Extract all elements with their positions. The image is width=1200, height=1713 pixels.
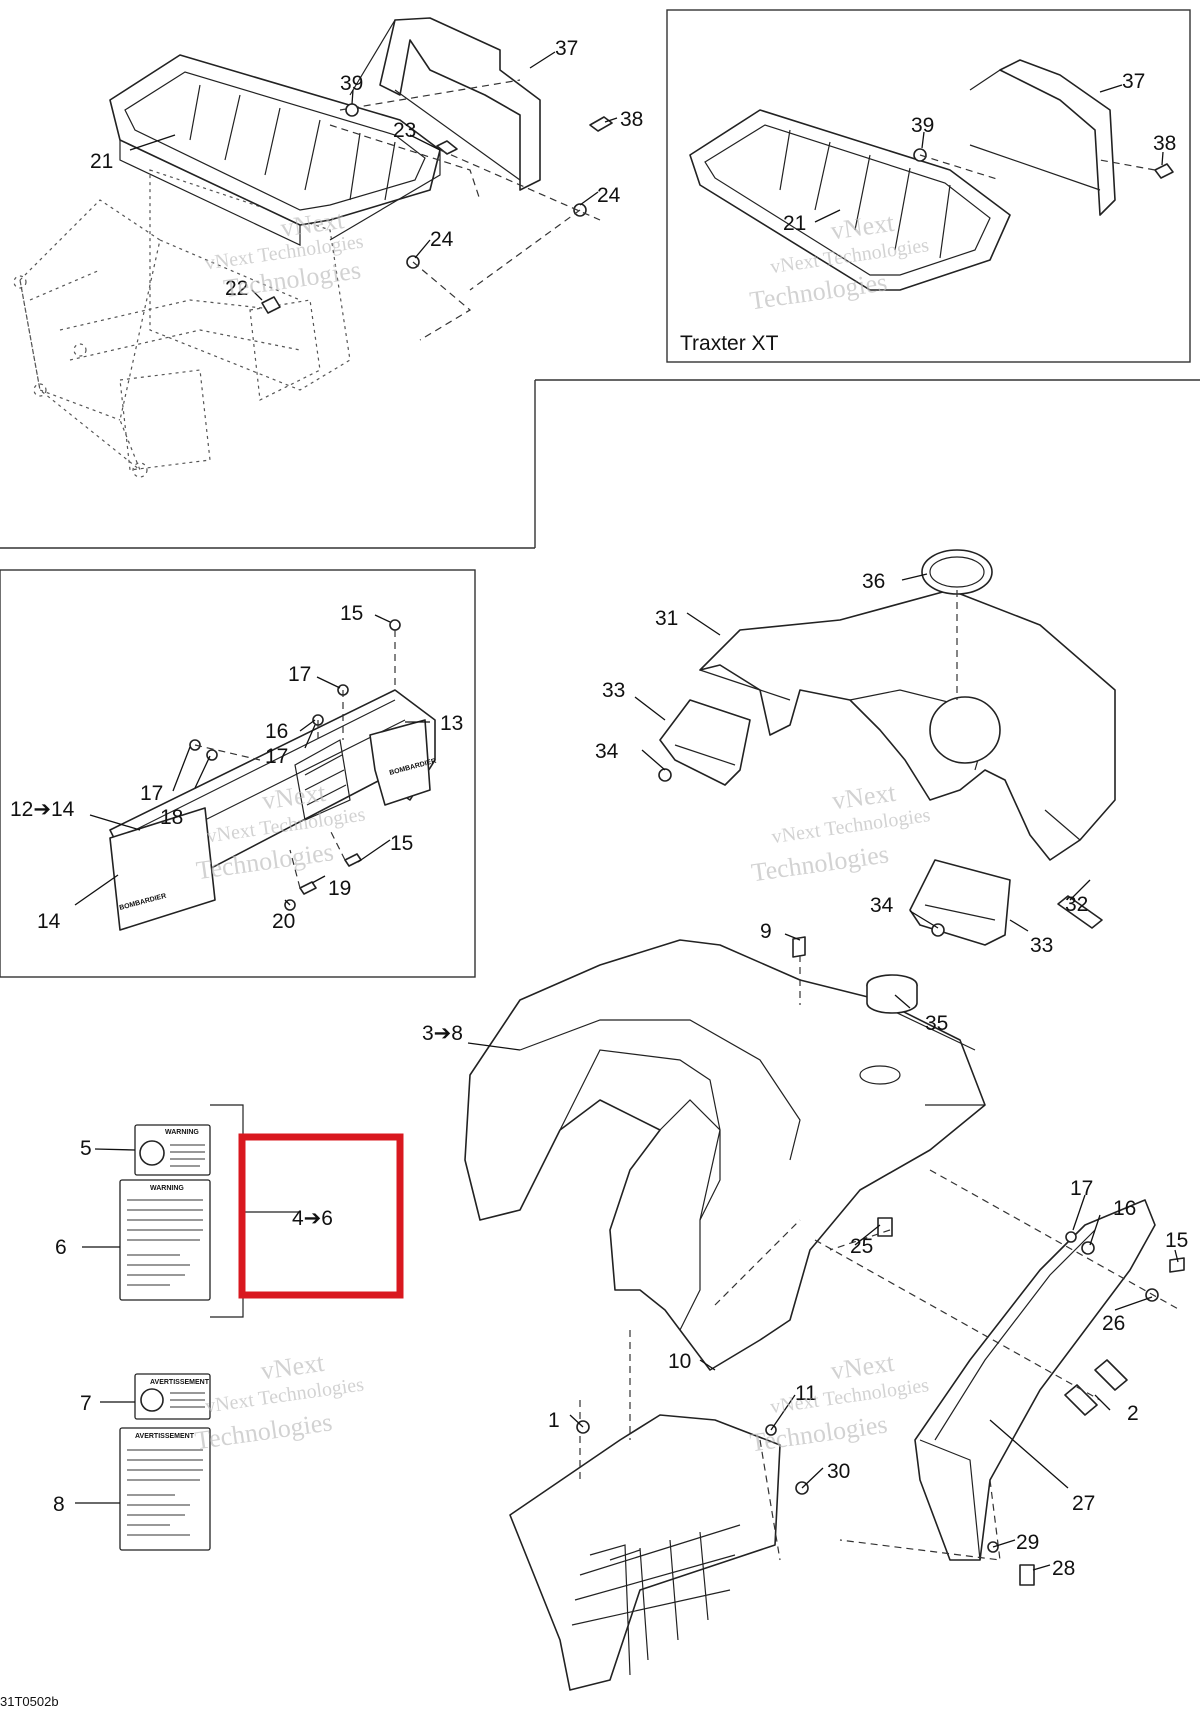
rear-light-bracket-right — [909, 859, 1011, 946]
callout-7: 7 — [80, 1392, 92, 1415]
callout-32: 32 — [1065, 893, 1088, 916]
rear-fender-top — [658, 549, 1116, 946]
decal-6-title: WARNING — [150, 1185, 184, 1192]
decal-6: WARNING — [119, 1179, 211, 1301]
callout-20: 20 — [272, 910, 295, 933]
watermarks: vNext Technologies Technologies vNext vN… — [193, 205, 932, 1457]
decal-5-title: WARNING — [165, 1129, 199, 1136]
callout-37: 37 — [555, 37, 578, 60]
callout-25: 25 — [850, 1235, 873, 1258]
callout-35: 35 — [925, 1012, 948, 1035]
callout-29: 29 — [1016, 1531, 1039, 1554]
watermark-text: Technologies — [748, 1409, 889, 1457]
rear-rack — [109, 54, 441, 246]
main-rear-fender — [464, 936, 986, 1371]
callout-23: 23 — [393, 119, 416, 142]
fuel-cap-ring — [921, 549, 993, 595]
floor-tray — [509, 1330, 809, 1691]
rack-support-bracket — [329, 17, 541, 201]
callout-2: 2 — [1127, 1402, 1139, 1425]
callout-17-mid: 17 — [265, 745, 288, 768]
rear-bumper-box: BOMBARDIER BOMBARDIER — [0, 569, 476, 978]
callout-17-left: 17 — [140, 782, 163, 805]
leader-lines — [74, 51, 1179, 1571]
callout-17-bottom: 17 — [1070, 1177, 1093, 1200]
callout-38-inset: 38 — [1153, 132, 1176, 155]
callout-39-inset: 39 — [911, 114, 934, 137]
callout-38: 38 — [620, 108, 643, 131]
traxter-xt-inset: Traxter XT — [666, 9, 1191, 363]
callout-18: 18 — [160, 806, 183, 829]
rack-fasteners — [261, 103, 613, 341]
callout-13: 13 — [440, 712, 463, 735]
rear-frame — [13, 169, 351, 478]
decal-7: AVERTISSEMENT — [134, 1373, 211, 1420]
callout-9: 9 — [760, 920, 772, 943]
callouts: 21 22 23 24 24 37 38 39 37 38 39 21 15 1… — [10, 37, 1188, 1580]
traxter-xt-label: Traxter XT — [680, 332, 779, 355]
callout-22: 22 — [225, 277, 248, 300]
callout-5: 5 — [80, 1137, 92, 1160]
callout-33-right: 33 — [1030, 934, 1053, 957]
callout-15-right: 15 — [390, 832, 413, 855]
fender-flare — [714, 1169, 1185, 1586]
callout-15-bottom: 15 — [1165, 1229, 1188, 1252]
callout-14: 14 — [37, 910, 61, 933]
decal-7-title: AVERTISSEMENT — [150, 1379, 210, 1386]
callout-21-inset: 21 — [783, 212, 806, 235]
watermark-text: Technologies — [750, 839, 891, 887]
callout-30: 30 — [827, 1460, 850, 1483]
callout-6: 6 — [55, 1236, 67, 1259]
callout-8: 8 — [53, 1493, 65, 1516]
callout-24-mid: 24 — [430, 228, 454, 251]
figure-reference: 31T0502b — [0, 1694, 59, 1709]
callout-36: 36 — [862, 570, 885, 593]
callout-33-left: 33 — [602, 679, 625, 702]
highlight-box-4-6 — [238, 1133, 404, 1299]
callout-39: 39 — [340, 72, 363, 95]
callout-15-top: 15 — [340, 602, 363, 625]
callout-17-top: 17 — [288, 663, 311, 686]
callout-24-top: 24 — [597, 184, 621, 207]
decal-8-title: AVERTISSEMENT — [135, 1433, 195, 1440]
callout-27: 27 — [1072, 1492, 1095, 1515]
callout-4-6: 4➔6 — [292, 1207, 333, 1230]
callout-10: 10 — [668, 1350, 691, 1373]
callout-12-14: 12➔14 — [10, 798, 75, 821]
callout-37-inset: 37 — [1122, 70, 1145, 93]
decal-8: AVERTISSEMENT — [119, 1427, 211, 1551]
callout-26: 26 — [1102, 1312, 1125, 1335]
callout-31: 31 — [655, 607, 678, 630]
fender-screw-9 — [792, 936, 806, 958]
fender-clip — [1057, 895, 1103, 929]
callout-16-bottom: 16 — [1113, 1197, 1136, 1220]
callout-16: 16 — [265, 720, 288, 743]
callout-19: 19 — [328, 877, 351, 900]
callout-34-left: 34 — [595, 740, 619, 763]
callout-3-8: 3➔8 — [422, 1022, 463, 1045]
callout-34-right: 34 — [870, 894, 894, 917]
watermark-text: Technologies — [748, 267, 889, 315]
callout-11: 11 — [795, 1382, 817, 1405]
rear-light-bracket-left — [658, 699, 751, 786]
decal-5: WARNING — [134, 1124, 211, 1176]
callout-21: 21 — [90, 150, 113, 173]
callout-1: 1 — [548, 1409, 560, 1432]
filler-neck-cap — [866, 974, 918, 1014]
decal-group-4-6: WARNING WARNING AVERTISSEMENT AVERTISSEM… — [119, 1104, 300, 1551]
callout-28: 28 — [1052, 1557, 1075, 1580]
